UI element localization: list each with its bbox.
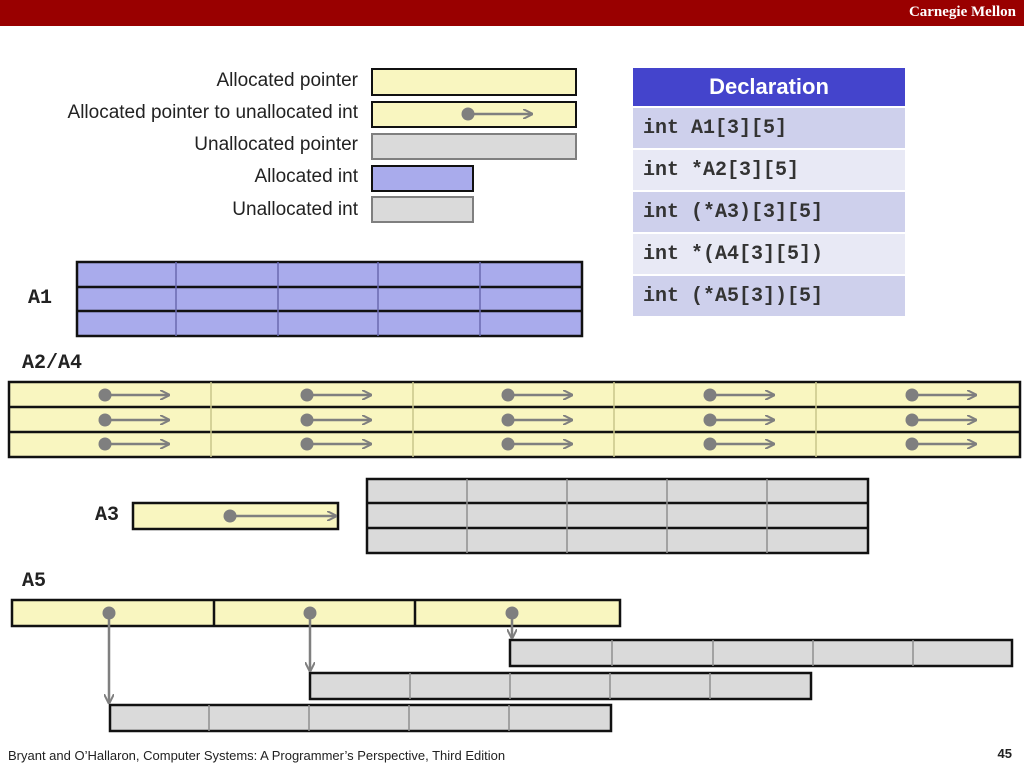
a2-a4-pointer-arrows xyxy=(98,388,977,451)
declaration-row: int *(A4[3][5]) xyxy=(633,234,905,276)
legend-label-unallocated-int: Unallocated int xyxy=(232,199,358,220)
pointer-dot-icon xyxy=(501,413,515,427)
legend-label-allocated-pointer-to-unallocated-int: Allocated pointer to unallocated int xyxy=(67,102,358,123)
pointer-dot-icon xyxy=(300,437,314,451)
legend-swatch-unallocated-pointer xyxy=(371,133,577,160)
a1-array xyxy=(75,260,584,338)
a5-row-0 xyxy=(108,703,613,733)
pointer-dot-icon xyxy=(703,388,717,402)
legend-label-allocated-pointer: Allocated pointer xyxy=(216,70,358,91)
pointer-dot-icon xyxy=(300,413,314,427)
pointer-dot-icon xyxy=(98,413,112,427)
legend-label-unallocated-pointer: Unallocated pointer xyxy=(194,134,358,155)
pointer-dot-icon xyxy=(98,388,112,402)
label-a5: A5 xyxy=(22,570,47,593)
pointer-dot-icon xyxy=(300,388,314,402)
pointer-dot-icon xyxy=(501,437,515,451)
declaration-row: int (*A3)[3][5] xyxy=(633,192,905,234)
brand-label: Carnegie Mellon xyxy=(908,4,1016,20)
legend-swatch-unallocated-int xyxy=(371,196,474,223)
label-a1: A1 xyxy=(28,287,53,310)
declaration-table: Declaration int A1[3][5] int *A2[3][5] i… xyxy=(633,68,905,318)
declaration-table-header: Declaration xyxy=(633,68,905,108)
page-number: 45 xyxy=(997,746,1012,761)
title-bar: Carnegie Mellon xyxy=(0,0,1024,26)
label-a3: A3 xyxy=(95,504,120,527)
label-a2-a4: A2/A4 xyxy=(22,352,83,375)
legend-swatch-allocated-int xyxy=(371,165,474,192)
a3-pointer xyxy=(131,501,340,531)
a5-row-1 xyxy=(308,671,813,701)
pointer-dot-icon xyxy=(703,437,717,451)
pointer-dot-icon xyxy=(905,437,919,451)
legend-label-allocated-int: Allocated int xyxy=(254,166,358,187)
a5-row-2 xyxy=(508,638,1014,668)
a5-pointer-arrows xyxy=(102,606,519,704)
pointer-dot-icon xyxy=(98,437,112,451)
pointer-dot-icon xyxy=(501,388,515,402)
declaration-row: int A1[3][5] xyxy=(633,108,905,150)
pointer-dot-icon xyxy=(703,413,717,427)
pointer-dot-icon xyxy=(905,413,919,427)
legend-pointer-arrow-icon xyxy=(461,107,533,121)
footer-citation: Bryant and O’Hallaron, Computer Systems:… xyxy=(8,748,506,763)
declaration-row: int (*A5[3])[5] xyxy=(633,276,905,318)
a3-target-array xyxy=(365,477,870,555)
pointer-dot-icon xyxy=(905,388,919,402)
declaration-row: int *A2[3][5] xyxy=(633,150,905,192)
legend-swatch-allocated-pointer xyxy=(371,68,577,96)
